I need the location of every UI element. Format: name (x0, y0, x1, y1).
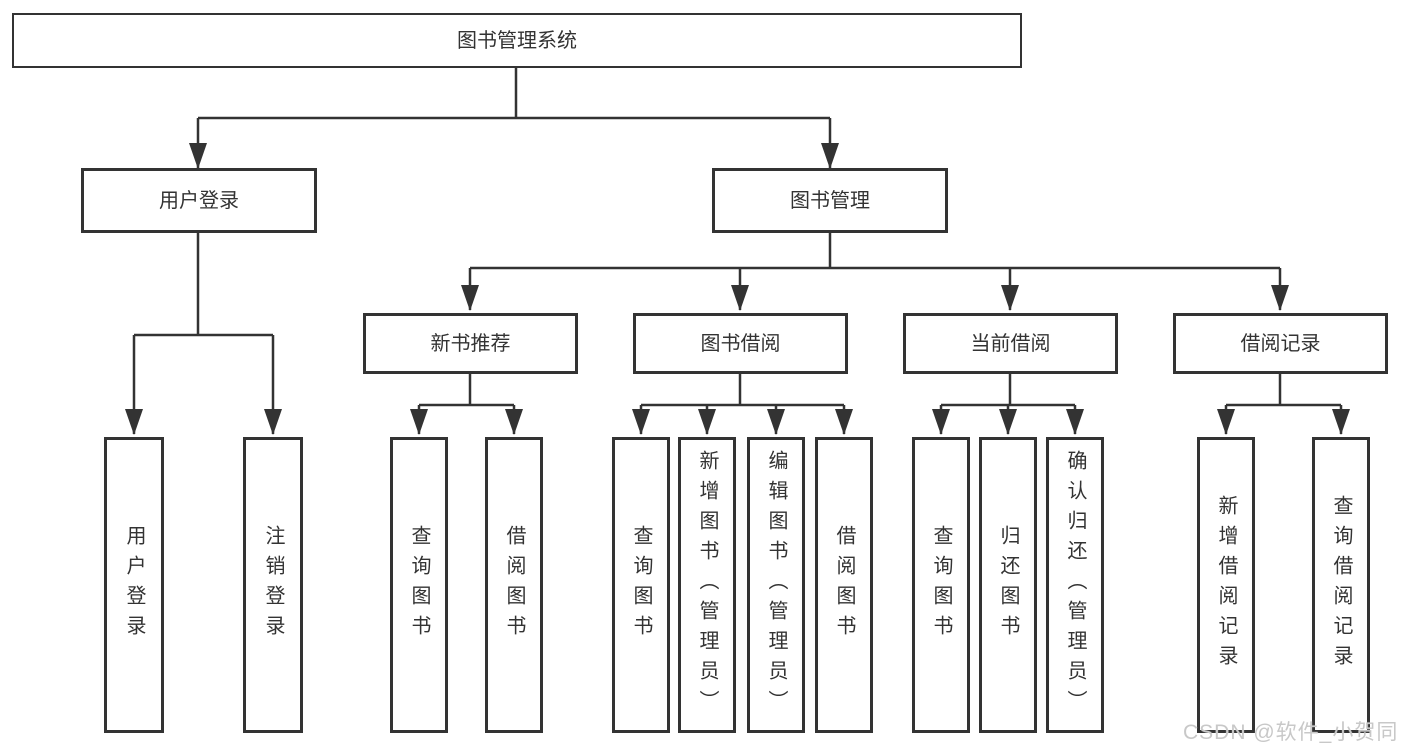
node-label: 查询图书 (630, 525, 652, 645)
node-label: 用户登录 (123, 525, 145, 645)
node-leaf-record-add: 新增借阅记录 (1197, 437, 1255, 733)
node-book-borrow: 图书借阅 (633, 313, 848, 374)
node-borrow-record: 借阅记录 (1173, 313, 1388, 374)
node-leaf-borrow-query-book: 查询图书 (612, 437, 670, 733)
arrow-group (125, 118, 1350, 435)
node-leaf-user-login: 用户登录 (104, 437, 164, 733)
node-label: 借阅图书 (833, 525, 855, 645)
node-label: 用户登录 (159, 189, 239, 212)
node-leaf-borrow-borrow-book: 借阅图书 (815, 437, 873, 733)
node-leaf-logout: 注销登录 (243, 437, 303, 733)
node-label: 图书管理 (790, 189, 870, 212)
node-current-borrow: 当前借阅 (903, 313, 1118, 374)
node-leaf-current-return-book: 归还图书 (979, 437, 1037, 733)
node-user-login-branch: 用户登录 (81, 168, 317, 233)
node-label: 查询图书 (930, 525, 952, 645)
node-label: 编辑图书（管理员） (765, 450, 787, 720)
node-leaf-recommend-borrow-book: 借阅图书 (485, 437, 543, 733)
node-label: 归还图书 (997, 525, 1019, 645)
node-label: 图书管理系统 (457, 29, 577, 52)
node-leaf-recommend-query-book: 查询图书 (390, 437, 448, 733)
node-label: 借阅记录 (1240, 332, 1321, 355)
node-label: 新增图书（管理员） (696, 450, 718, 720)
node-leaf-current-confirm-return-admin: 确认归还（管理员） (1046, 437, 1104, 733)
node-leaf-current-query-book: 查询图书 (912, 437, 970, 733)
node-leaf-borrow-add-book-admin: 新增图书（管理员） (678, 437, 736, 733)
node-leaf-record-query: 查询借阅记录 (1312, 437, 1370, 733)
node-leaf-borrow-edit-book-admin: 编辑图书（管理员） (747, 437, 805, 733)
node-label: 当前借阅 (970, 332, 1051, 355)
node-label: 图书借阅 (700, 332, 781, 355)
node-label: 新书推荐 (430, 332, 511, 355)
node-label: 查询图书 (408, 525, 430, 645)
node-book-management-branch: 图书管理 (712, 168, 948, 233)
node-label: 确认归还（管理员） (1064, 450, 1086, 720)
node-label: 查询借阅记录 (1330, 495, 1352, 675)
node-new-book-recommend: 新书推荐 (363, 313, 578, 374)
node-label: 借阅图书 (503, 525, 525, 645)
node-library-management-system: 图书管理系统 (12, 13, 1022, 68)
node-label: 新增借阅记录 (1215, 495, 1237, 675)
node-label: 注销登录 (262, 525, 284, 645)
